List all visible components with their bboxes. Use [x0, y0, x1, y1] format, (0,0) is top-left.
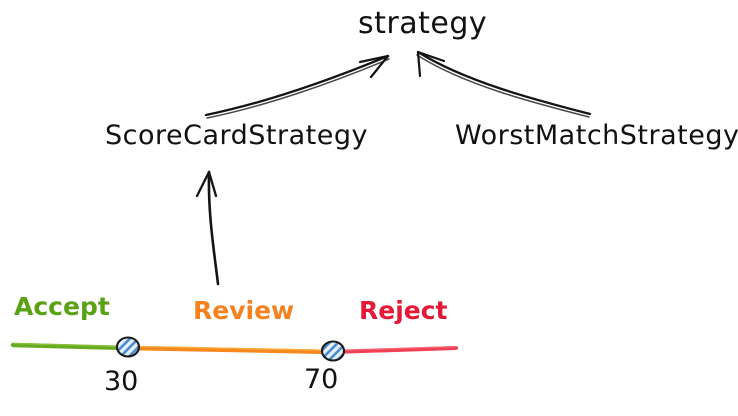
band-label-review: Review — [193, 296, 295, 325]
band-label-accept: Accept — [14, 292, 110, 321]
threshold-marker-70[interactable] — [320, 340, 346, 362]
node-scorecard-strategy: ScoreCardStrategy — [105, 120, 368, 151]
number-line-segment-accept — [10, 342, 131, 351]
threshold-marker-30[interactable] — [115, 336, 141, 358]
arrow-numberline-to-scorecard — [195, 170, 220, 286]
node-worstmatch-strategy: WorstMatchStrategy — [455, 120, 738, 151]
node-strategy: strategy — [358, 6, 488, 41]
arrow-worstmatch-to-strategy — [416, 50, 592, 118]
threshold-value-30: 30 — [104, 366, 139, 397]
number-line-segment-review — [125, 345, 336, 355]
threshold-value-70: 70 — [304, 364, 339, 395]
band-label-reject: Reject — [359, 296, 448, 325]
arrow-scorecard-to-strategy — [204, 54, 390, 119]
number-line-segment-reject — [331, 345, 458, 354]
